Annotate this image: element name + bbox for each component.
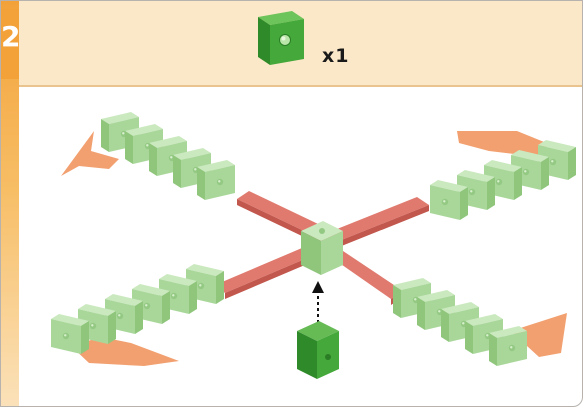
orange-arrow-top-left (61, 131, 119, 176)
cube-arm-bottom-right (393, 278, 527, 366)
cube-arm-top-left (101, 112, 235, 200)
part-quantity: x1 (322, 45, 350, 67)
cube-arm-bottom-left (51, 264, 224, 354)
assembly-illustration (51, 112, 576, 379)
green-cube-piece (297, 321, 339, 379)
green-cube-icon (258, 11, 304, 65)
step-number: 2 (1, 20, 21, 53)
step-side-tab (1, 1, 19, 406)
orange-arrow-top-right (457, 131, 549, 157)
orange-arrow-bottom-left (71, 337, 179, 366)
center-hub-cube (301, 221, 343, 275)
orange-arrow-bottom-right (511, 313, 567, 357)
